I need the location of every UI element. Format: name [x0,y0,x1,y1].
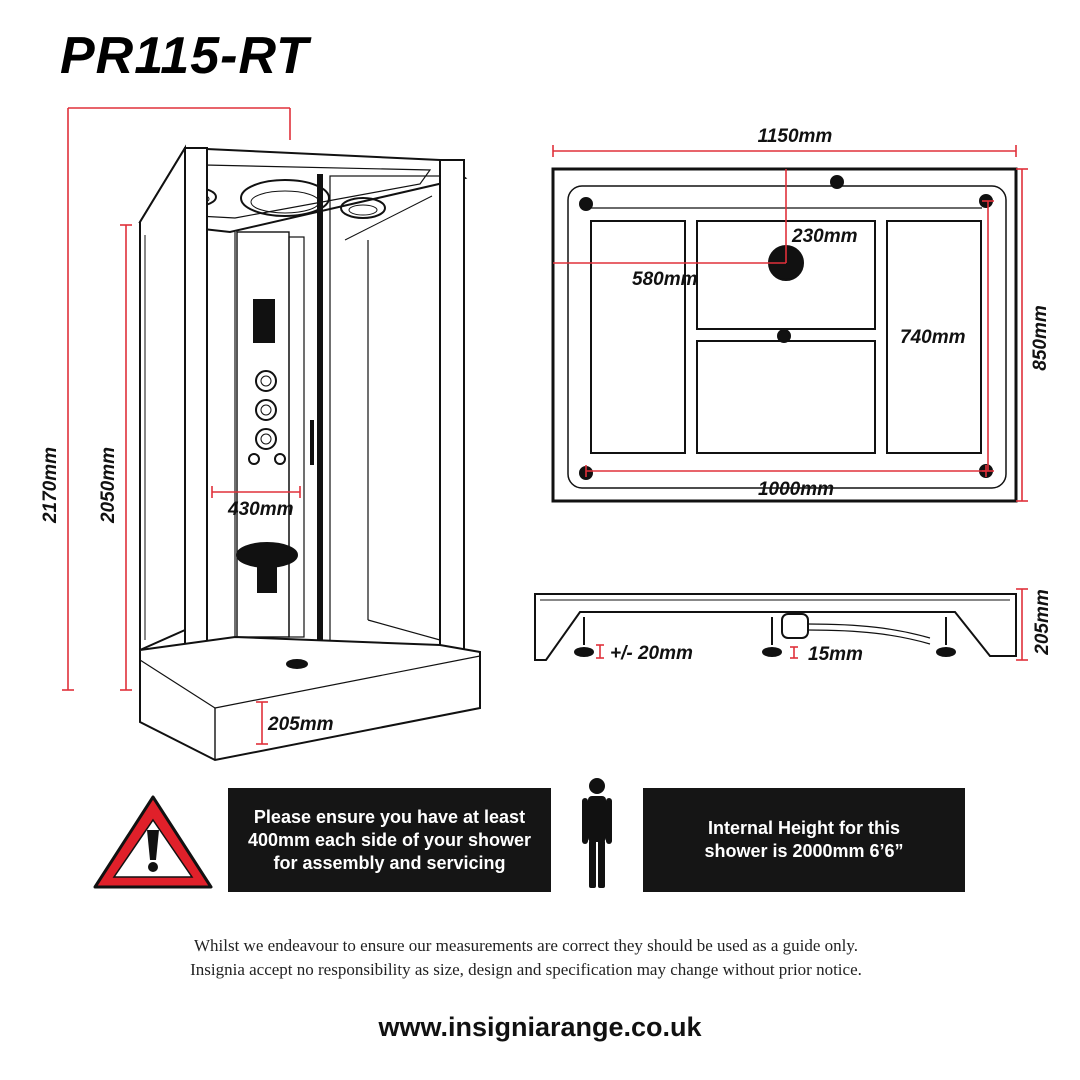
dim-seat-width: 430mm [227,499,294,520]
product-title: PR115-RT [60,27,309,85]
cabin-dimension-lines [62,107,301,745]
dim-waste-clearance: 15mm [808,644,863,665]
tray-dimension-lines [552,145,1028,502]
dim-tray-width: 1150mm [758,126,833,147]
disclaimer: Whilst we endeavour to ensure our measur… [0,934,1052,982]
dim-cabin-height: 2050mm [98,447,119,524]
dim-foot-adjust: +/- 20mm [610,643,693,664]
tray-side-profile [534,593,1017,661]
shower-cabin-drawing [138,144,481,762]
person-silhouette-icon [582,778,612,888]
disclaimer-line-1: Whilst we endeavour to ensure our measur… [193,936,859,955]
profile-dimension-lines [596,588,1028,661]
internal-height-notice: Internal Height for this shower is 2000m… [643,788,965,892]
clearance-notice: Please ensure you have at least 400mm ea… [228,788,551,892]
dim-feet-width: 1000mm [758,479,834,500]
dim-tray-side-height: 205mm [1032,589,1053,656]
dim-drain-offset-y: 230mm [791,226,858,247]
warning-triangle-icon [93,795,213,889]
dim-feet-depth: 740mm [900,327,966,348]
dim-tray-front-height: 205mm [267,714,334,735]
disclaimer-line-2: Insignia accept no responsibility as siz… [190,960,862,979]
dim-tray-depth: 850mm [1030,305,1051,371]
website-link[interactable]: www.insigniarange.co.uk [378,1012,702,1042]
dim-drain-offset-x: 580mm [632,269,698,290]
dim-total-height: 2170mm [40,447,61,524]
tray-plan-view [551,167,1018,503]
